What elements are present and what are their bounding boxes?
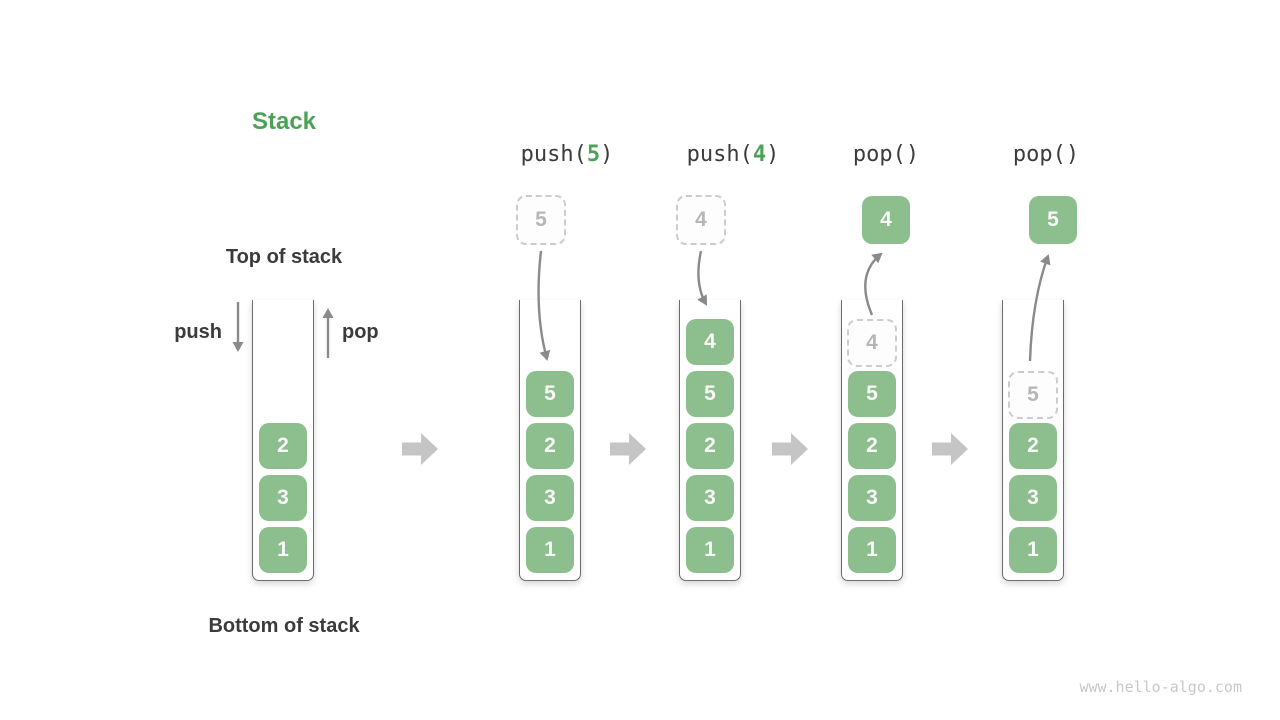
stack-container-initial: 2 3 1 [252, 300, 314, 581]
stack-item: 3 [1009, 475, 1057, 521]
stack-item: 5 [686, 371, 734, 417]
step-arrow-icon [610, 433, 646, 465]
pop-label: pop [342, 321, 379, 343]
stack-item: 2 [1009, 423, 1057, 469]
op-argument: 5 [586, 142, 601, 167]
pushed-value-box: 5 [516, 195, 566, 245]
stack-container-pop-1: 4 5 2 3 1 [841, 300, 903, 581]
step-arrow-icon [402, 433, 438, 465]
step-arrow-icon [772, 433, 808, 465]
stack-item: 3 [259, 475, 307, 521]
push-label: push [174, 321, 222, 343]
stack-item: 2 [686, 423, 734, 469]
stack-item: 3 [686, 475, 734, 521]
op-suffix: ) [905, 142, 920, 167]
stack-item: 1 [259, 527, 307, 573]
stack-item: 5 [526, 371, 574, 417]
operation-label-push-4: push(4) [633, 142, 833, 167]
stack-item: 1 [848, 527, 896, 573]
stack-item: 4 [686, 319, 734, 365]
stack-item: 2 [259, 423, 307, 469]
stack-container-pop-2: 5 2 3 1 [1002, 300, 1064, 581]
op-prefix: pop( [1012, 142, 1066, 167]
op-prefix: push( [686, 142, 753, 167]
stack-item-removed: 4 [847, 319, 897, 367]
stack-item-removed: 5 [1008, 371, 1058, 419]
op-prefix: push( [520, 142, 587, 167]
operation-label-pop-1: pop() [786, 142, 986, 167]
stack-container-after-push-5: 5 2 3 1 [519, 300, 581, 581]
stack-item: 2 [526, 423, 574, 469]
stack-item: 5 [848, 371, 896, 417]
op-suffix: ) [600, 142, 614, 167]
bottom-of-stack-label: Bottom of stack [208, 615, 360, 637]
top-of-stack-label: Top of stack [225, 246, 343, 268]
operation-label-push-5: push(5) [467, 142, 667, 167]
stack-item: 1 [686, 527, 734, 573]
op-argument: 4 [752, 142, 767, 167]
op-suffix: ) [1065, 142, 1080, 167]
op-prefix: pop( [852, 142, 906, 167]
pushed-value-box: 4 [676, 195, 726, 245]
op-suffix: ) [766, 142, 780, 167]
watermark: www.hello-algo.com [1079, 678, 1242, 696]
stack-item: 1 [1009, 527, 1057, 573]
stack-item: 3 [526, 475, 574, 521]
stack-item: 1 [526, 527, 574, 573]
stack-item: 2 [848, 423, 896, 469]
stack-item: 3 [848, 475, 896, 521]
step-arrow-icon [932, 433, 968, 465]
push-4-arrow-icon [697, 250, 708, 306]
diagram-title: Stack [251, 108, 317, 135]
popped-value-box: 4 [862, 196, 910, 244]
popped-value-box: 5 [1029, 196, 1077, 244]
operation-label-pop-2: pop() [946, 142, 1146, 167]
stack-container-after-push-4: 4 5 2 3 1 [679, 300, 741, 581]
